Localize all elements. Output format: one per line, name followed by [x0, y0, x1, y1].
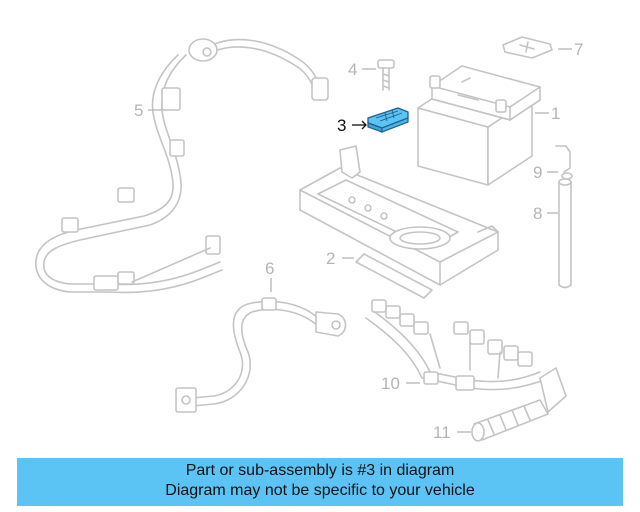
- callout-3: 3: [337, 116, 346, 135]
- callout-10: 10: [381, 374, 400, 393]
- callout-numbers: 1 2 3 4 5 6 7 8 9 10 11: [134, 40, 583, 442]
- banner-line-part-number: Part or sub-assembly is #3 in diagram: [185, 462, 455, 479]
- callout-9: 9: [533, 163, 542, 182]
- callout-5: 5: [134, 101, 143, 120]
- part-8-vent-tube: [558, 178, 572, 289]
- info-banner: Part or sub-assembly is #3 in diagram Di…: [17, 458, 623, 506]
- banner-line-disclaimer: Diagram may not be specific to your vehi…: [165, 482, 475, 499]
- part-9-clip: [555, 145, 573, 180]
- part-7-terminal-cover: [502, 36, 553, 59]
- part-6-ground-cable: [175, 297, 347, 413]
- callout-6: 6: [265, 259, 274, 278]
- parts-diagram: 1 2 3 4 5 6 7 8 9 10 11: [35, 36, 583, 442]
- callout-11: 11: [433, 423, 451, 442]
- callout-8: 8: [533, 204, 542, 223]
- callout-leaders: [148, 48, 572, 433]
- part-10-wiring-harness: [365, 299, 545, 391]
- part-3-battery-hold-down-clamp: [367, 107, 409, 133]
- part-5-battery-cable-harness: [35, 38, 329, 294]
- part-4-bolt: [377, 59, 395, 91]
- part-1-battery: [417, 65, 541, 186]
- callout-1: 1: [551, 104, 560, 123]
- callout-2: 2: [326, 249, 335, 268]
- part-11-grommet-boot: [471, 367, 567, 442]
- callout-7: 7: [574, 40, 583, 59]
- part-2-battery-tray: [299, 145, 499, 299]
- callout-4: 4: [348, 60, 357, 79]
